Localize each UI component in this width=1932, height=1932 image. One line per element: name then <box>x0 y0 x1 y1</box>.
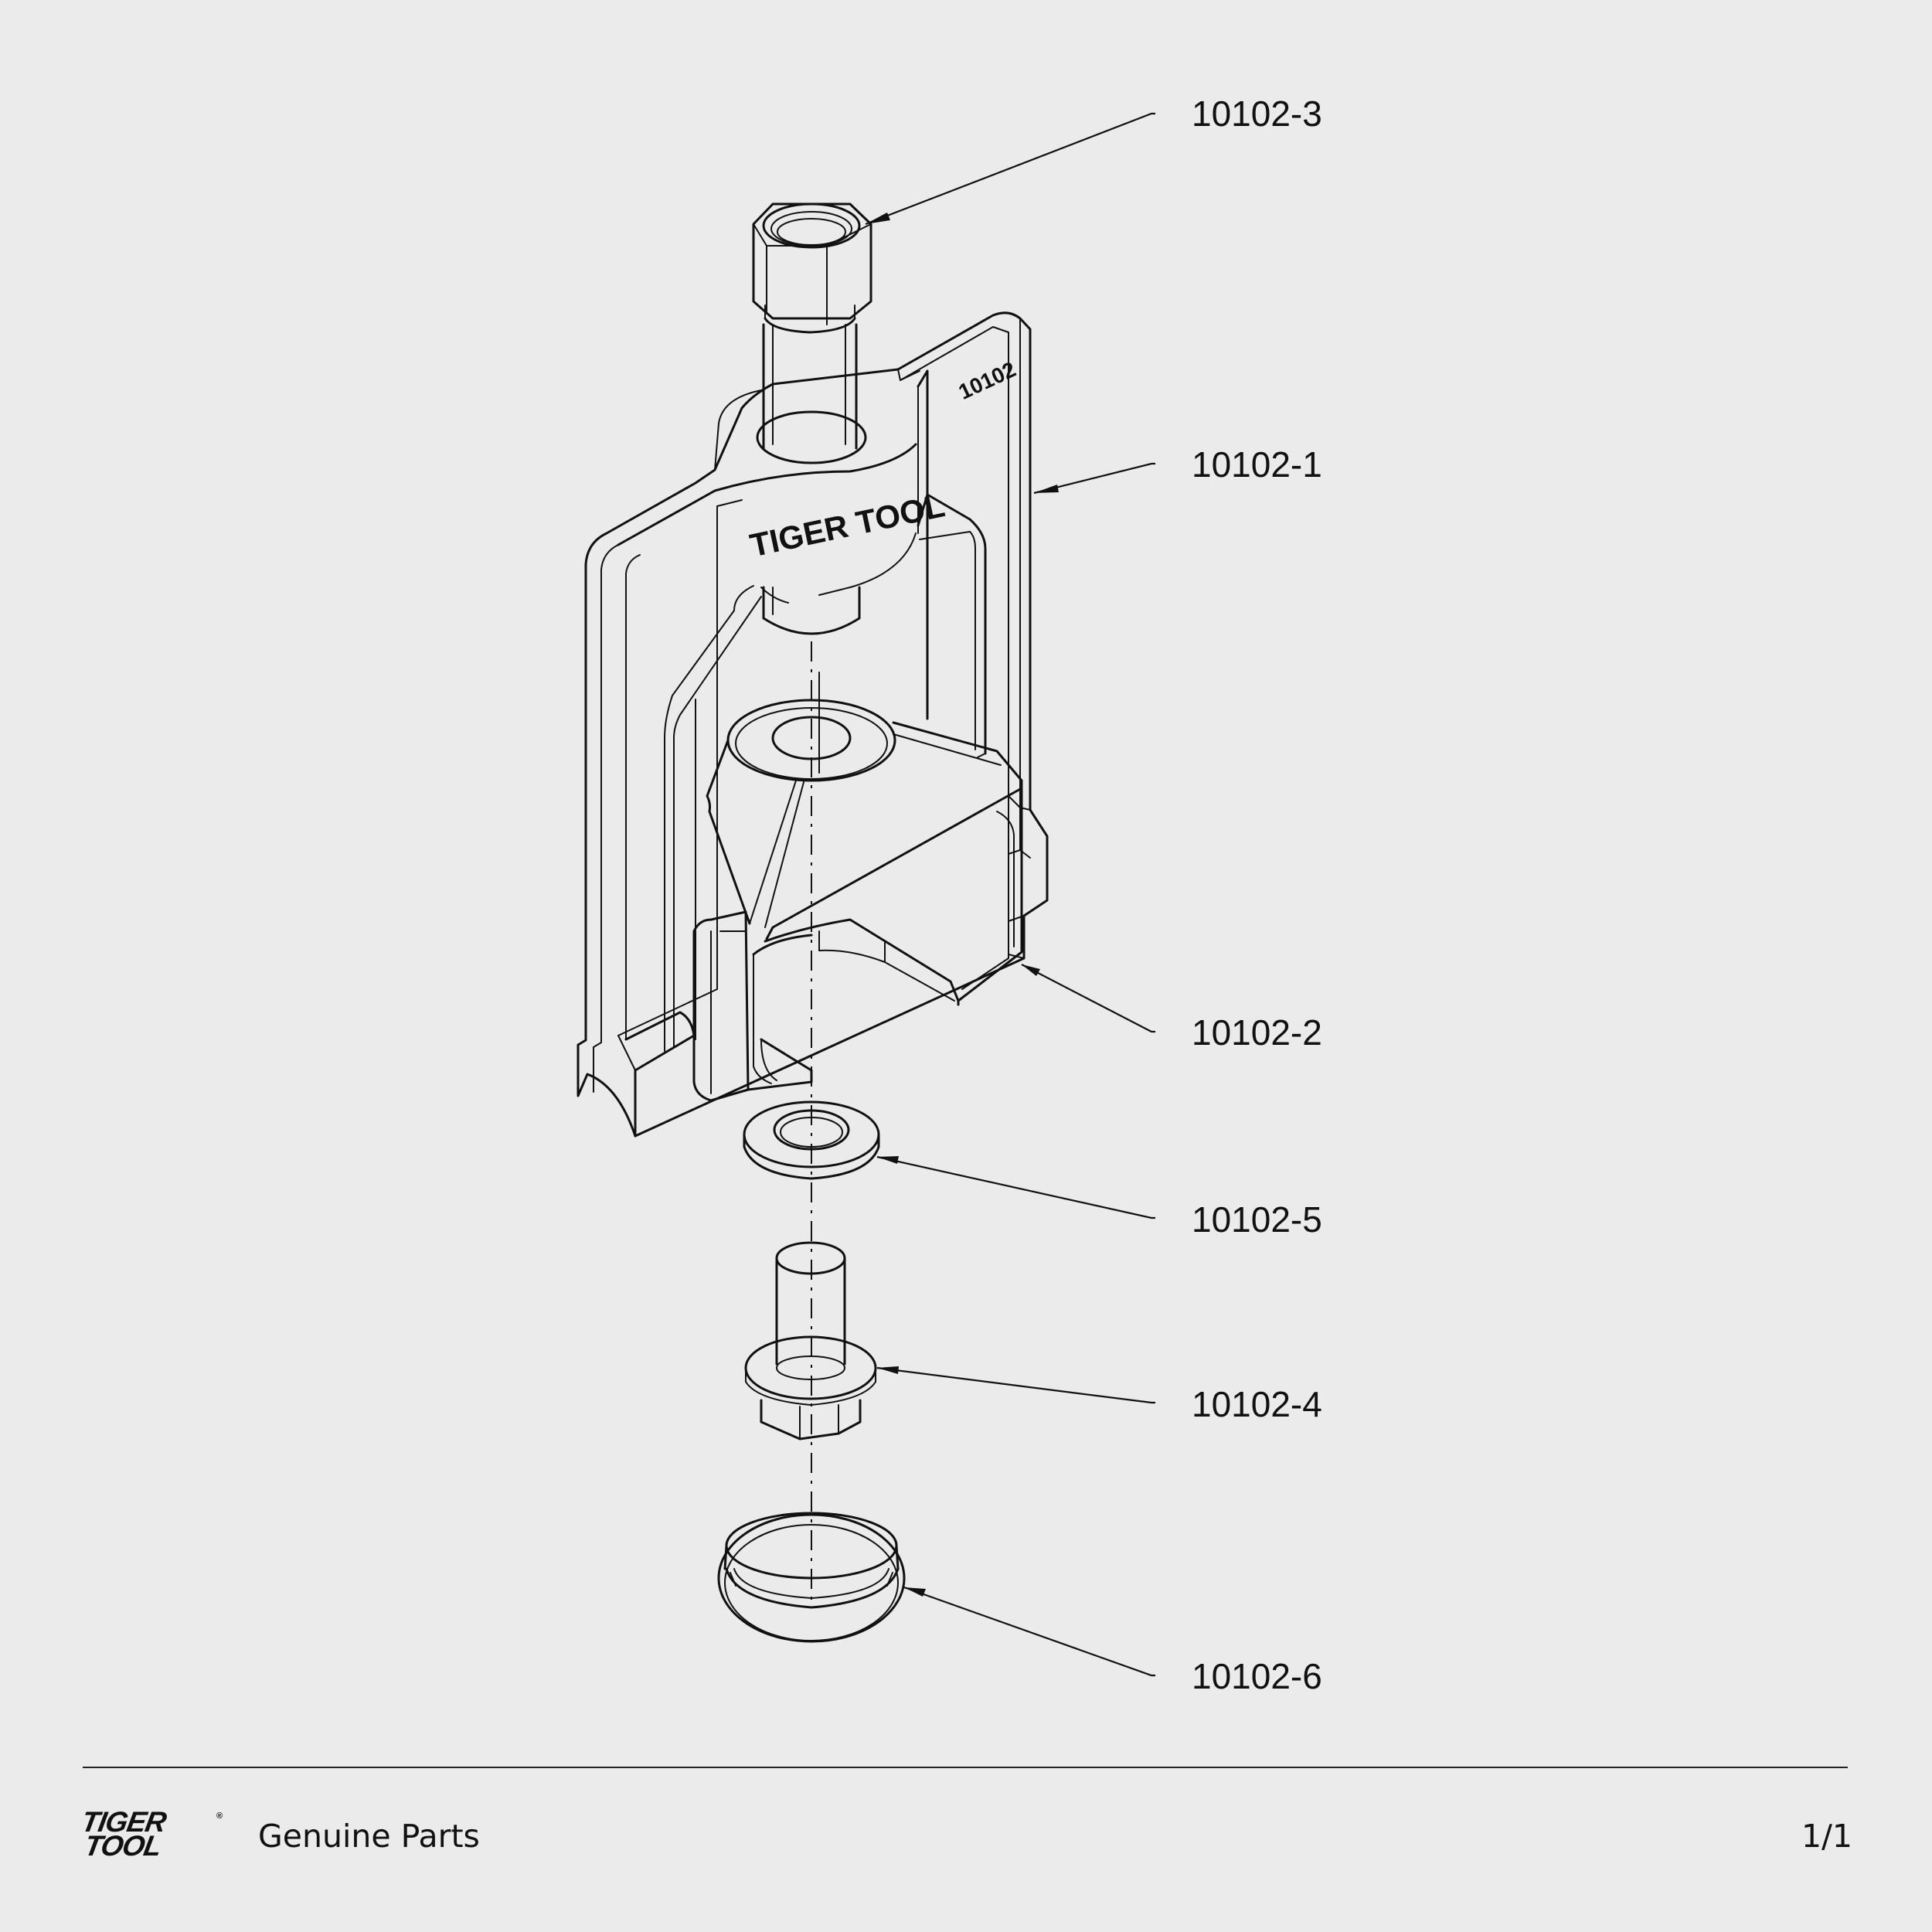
part-washer <box>743 1100 880 1180</box>
callout-label-fork: 10102-2 <box>1192 1012 1322 1053</box>
logo-line-2: TOOL <box>82 1830 164 1862</box>
callout-label-bolt: 10102-4 <box>1192 1384 1322 1424</box>
part-ring <box>717 1512 906 1643</box>
engraving-brand: TIGER TOOL <box>747 487 947 563</box>
callout-label-ring: 10102-6 <box>1192 1656 1322 1696</box>
page-number: 1/1 <box>1801 1818 1852 1855</box>
tiger-tool-logo: TIGER TOOL ® <box>79 1806 229 1862</box>
leader-lines <box>865 112 1155 1677</box>
callout-label-top-nut: 10102-3 <box>1192 94 1322 134</box>
part-frame <box>577 311 1049 1138</box>
part-fork <box>692 699 1023 1102</box>
engraving-part-number: 10102 <box>955 357 1020 404</box>
footer-divider <box>83 1767 1848 1768</box>
callout-label-frame: 10102-1 <box>1192 444 1322 485</box>
part-top-nut <box>752 202 872 635</box>
footer-tagline: Genuine Parts <box>258 1818 480 1855</box>
callout-label-washer: 10102-5 <box>1192 1199 1322 1240</box>
part-bolt <box>744 1241 877 1440</box>
registered-mark: ® <box>216 1811 223 1821</box>
